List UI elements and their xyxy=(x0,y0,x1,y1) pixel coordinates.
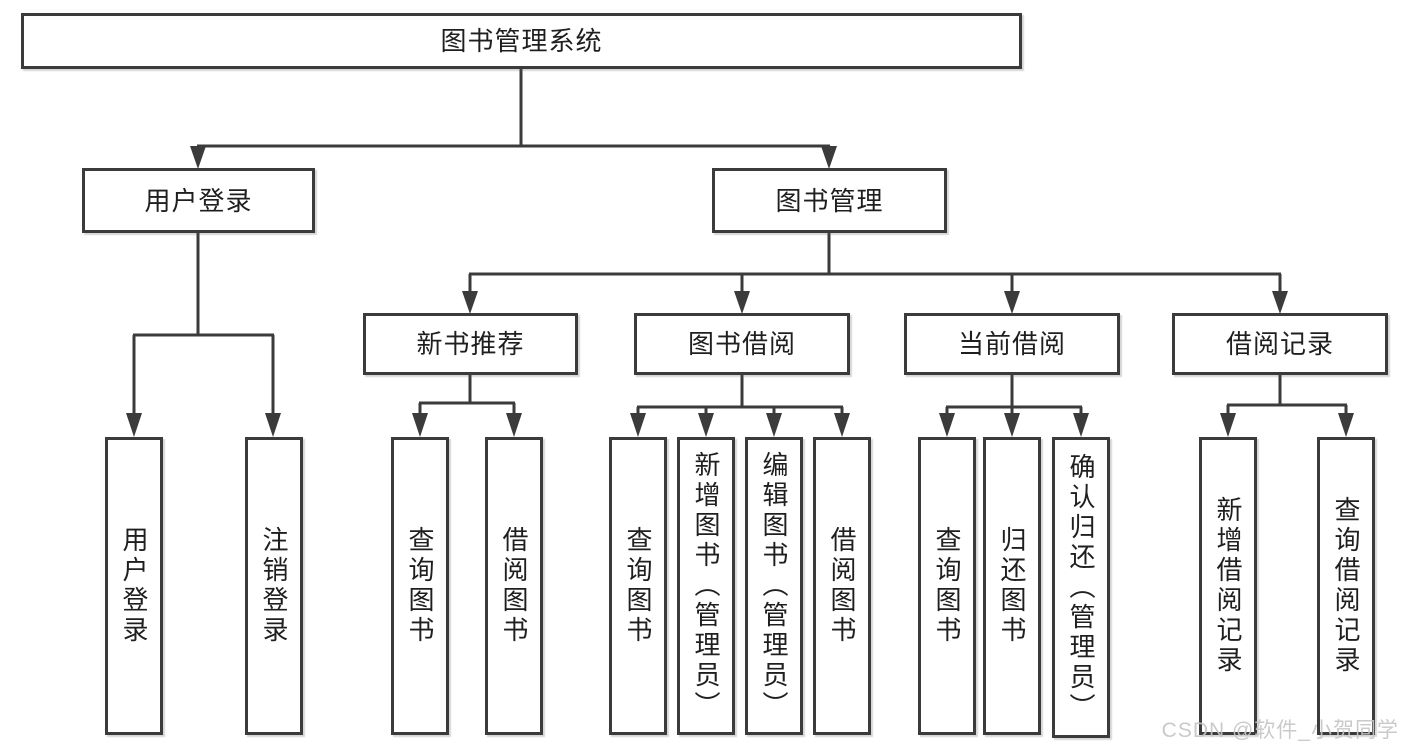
leaf-bookborrow-borrow: 借阅图书 xyxy=(813,437,871,735)
arrowhead xyxy=(462,291,478,314)
leaf-currentborrow-return-label: 归还图书 xyxy=(997,526,1027,646)
node-borrow-records: 借阅记录 xyxy=(1172,313,1388,375)
node-root-label: 图书管理系统 xyxy=(440,26,603,56)
leaf-bookborrow-edit: 编辑图书（管理员） xyxy=(745,437,803,735)
leaf-bookborrow-edit-label: 编辑图书（管理员） xyxy=(759,451,789,721)
arrowhead xyxy=(1338,413,1354,437)
arrowhead xyxy=(506,413,522,437)
arrowhead xyxy=(265,413,281,437)
node-book-mgmt-label: 图书管理 xyxy=(775,185,884,216)
arrowhead xyxy=(1272,291,1288,314)
node-new-books-label: 新书推荐 xyxy=(416,329,525,359)
arrowhead xyxy=(939,413,955,437)
node-current-borrow-label: 当前借阅 xyxy=(957,329,1066,359)
node-user-login-label: 用户登录 xyxy=(144,185,253,216)
leaf-currentborrow-return: 归还图书 xyxy=(983,437,1041,735)
arrowhead xyxy=(190,146,206,169)
leaf-newbooks-borrow-label: 借阅图书 xyxy=(499,526,529,646)
node-root: 图书管理系统 xyxy=(21,13,1022,69)
arrowhead xyxy=(821,146,837,169)
node-book-borrow-label: 图书借阅 xyxy=(687,329,796,359)
leaf-records-add-label: 新增借阅记录 xyxy=(1213,496,1243,676)
leaf-newbooks-borrow: 借阅图书 xyxy=(485,437,543,735)
leaf-bookborrow-add-label: 新增图书（管理员） xyxy=(691,451,721,721)
connector-root-to-level2 xyxy=(196,69,831,152)
arrowhead xyxy=(412,413,428,437)
node-current-borrow: 当前借阅 xyxy=(904,313,1120,375)
arrowhead xyxy=(126,413,142,437)
node-borrow-records-label: 借阅记录 xyxy=(1225,329,1334,359)
leaf-newbooks-query: 查询图书 xyxy=(391,437,449,735)
leaf-currentborrow-query: 查询图书 xyxy=(918,437,976,735)
arrowhead xyxy=(630,413,646,437)
arrowhead xyxy=(1073,413,1089,437)
connector-book-mgmt-to-level3 xyxy=(468,233,1282,294)
leaf-currentborrow-confirm: 确认归还（管理员） xyxy=(1052,437,1110,738)
connector-user-login-to-leaves xyxy=(132,233,275,420)
leaf-logout-label: 注销登录 xyxy=(259,526,289,646)
node-book-borrow: 图书借阅 xyxy=(634,313,850,375)
node-book-mgmt: 图书管理 xyxy=(712,168,947,233)
arrowhead xyxy=(734,291,750,314)
leaf-currentborrow-query-label: 查询图书 xyxy=(932,526,962,646)
leaf-bookborrow-borrow-label: 借阅图书 xyxy=(827,526,857,646)
node-new-books: 新书推荐 xyxy=(363,313,578,375)
arrowhead xyxy=(698,413,714,437)
arrowhead xyxy=(766,413,782,437)
connector-book-borrow-to-leaves xyxy=(636,375,844,420)
leaf-newbooks-query-label: 查询图书 xyxy=(405,526,435,646)
csdn-watermark: CSDN @软件_小贺同学 xyxy=(1161,719,1399,742)
arrowhead xyxy=(834,413,850,437)
leaf-user-login-label: 用户登录 xyxy=(119,526,149,646)
arrowhead xyxy=(1004,413,1020,437)
connector-borrow-records-to-leaves xyxy=(1226,375,1348,420)
leaf-user-login: 用户登录 xyxy=(105,437,163,735)
node-user-login: 用户登录 xyxy=(82,168,315,233)
leaf-currentborrow-confirm-label: 确认归还（管理员） xyxy=(1066,452,1096,723)
arrowhead xyxy=(1004,291,1020,314)
leaf-bookborrow-add: 新增图书（管理员） xyxy=(677,437,735,735)
leaf-bookborrow-query-label: 查询图书 xyxy=(623,526,653,646)
arrowhead xyxy=(1220,413,1236,437)
leaf-records-add: 新增借阅记录 xyxy=(1199,437,1257,735)
leaf-bookborrow-query: 查询图书 xyxy=(609,437,667,735)
leaf-records-query: 查询借阅记录 xyxy=(1317,437,1375,735)
leaf-records-query-label: 查询借阅记录 xyxy=(1331,496,1361,676)
leaf-logout: 注销登录 xyxy=(245,437,303,735)
connector-new-books-to-leaves xyxy=(418,375,516,420)
